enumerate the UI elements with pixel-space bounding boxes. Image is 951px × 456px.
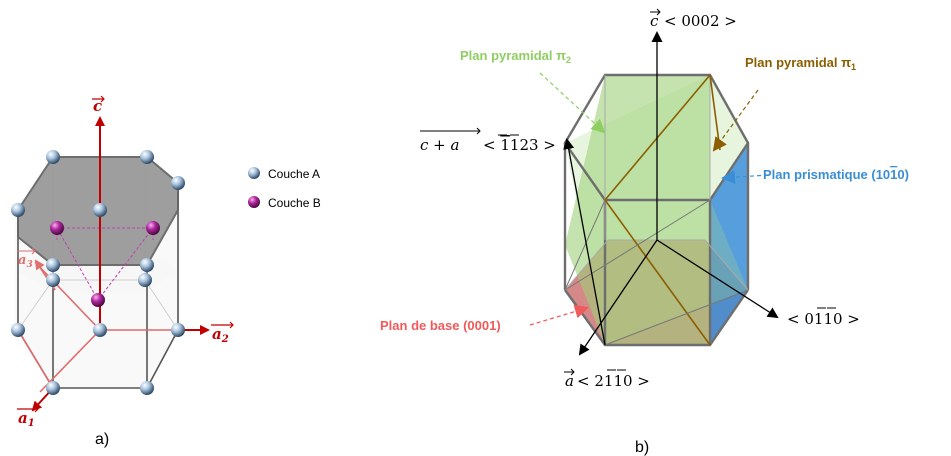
axis-a3-label: a3 xyxy=(18,253,33,270)
legend-swatch-couche-a xyxy=(248,167,260,179)
caption-a: a) xyxy=(95,431,109,448)
axis-a2-label: a2 xyxy=(212,325,229,345)
label-plan-prismatique: Plan prismatique (1010) xyxy=(763,167,909,182)
basal-red-lines xyxy=(17,261,185,393)
caption-b: b) xyxy=(635,439,649,456)
callout-base xyxy=(529,304,589,326)
label-direction-a: a < 2110 > xyxy=(564,368,650,390)
legend: Couche A Couche B xyxy=(248,167,321,210)
svg-text:< 2110 >: < 2110 > xyxy=(577,372,650,390)
svg-text:< 1123 >: < 1123 > xyxy=(483,136,556,154)
svg-text:c + a: c + a xyxy=(420,136,459,154)
svg-text:a: a xyxy=(565,372,574,390)
label-plan-pyramidal-pi2: Plan pyramidal π2 xyxy=(460,48,571,65)
direction-0110-arrow xyxy=(656,239,779,319)
label-plan-de-base: Plan de base (0001) xyxy=(380,318,501,333)
direction-ca-arrow xyxy=(563,138,606,346)
svg-text:c: c xyxy=(650,12,659,30)
direction-a-arrow xyxy=(578,239,658,356)
legend-swatch-couche-b xyxy=(248,196,260,208)
svg-text:< 0110 >: < 0110 > xyxy=(787,310,860,328)
label-direction-c: c < 0002 > xyxy=(650,8,737,30)
axis-c-label: c xyxy=(93,97,102,115)
hcp-cell-diagram: c a2 a3 a1 a) xyxy=(11,95,234,448)
atoms-layer-b xyxy=(50,221,160,307)
callout-pyr1 xyxy=(712,89,759,152)
axis-a1-label: a1 xyxy=(18,409,35,429)
callout-pyr2 xyxy=(539,72,606,134)
inner-diagonals xyxy=(564,199,749,346)
callout-prism xyxy=(721,170,769,185)
legend-label-couche-a: Couche A xyxy=(268,167,320,181)
label-plan-pyramidal-pi1: Plan pyramidal π1 xyxy=(745,55,856,72)
label-direction-ca: c + a < 1123 > xyxy=(420,127,556,154)
slip-systems-diagram: Plan pyramidal π2 Plan pyramidal π1 Plan… xyxy=(380,8,909,456)
label-direction-0110: < 0110 > xyxy=(787,307,860,328)
atoms-layer-a xyxy=(11,150,185,395)
legend-label-couche-b: Couche B xyxy=(268,196,321,210)
plan-pyramidal-pi2-face-main xyxy=(565,75,710,345)
svg-text:< 0002 >: < 0002 > xyxy=(664,12,737,30)
plan-prismatique-face xyxy=(710,143,748,345)
